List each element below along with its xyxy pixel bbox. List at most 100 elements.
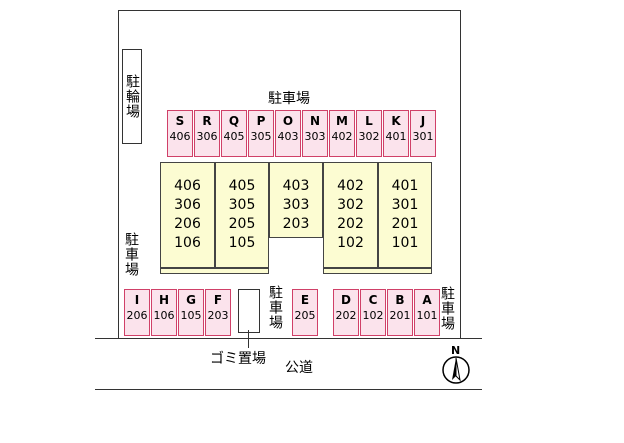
parking-space-room: 403 [277,130,299,143]
parking-space-letter: S [175,114,185,128]
parking-space-letter: H [158,293,170,307]
parking-space-letter: R [202,114,212,128]
parking-space-letter: A [422,293,432,307]
room-number: 305 [228,197,256,213]
road-edge-lower [95,389,482,390]
parking-label-right: 駐車場 [439,286,455,331]
parking-label-top: 駐車場 [268,91,310,107]
building-unit: 402 302 202 102 [323,162,378,268]
parking-space-f: F 203 [205,289,231,336]
parking-space-p: P 305 [248,110,274,157]
parking-space-room: 302 [358,130,380,143]
parking-space-i: I 206 [124,289,150,336]
parking-space-letter: O [282,114,294,128]
room-number: 402 [337,178,364,194]
parking-space-letter: E [300,293,310,307]
road-edge-upper [95,338,482,339]
room-number: 106 [174,235,201,251]
parking-space-j: J 301 [410,110,436,157]
parking-space-l: L 302 [356,110,382,157]
parking-space-letter: J [420,114,426,128]
parking-space-room: 402 [331,130,353,143]
parking-space-room: 301 [412,130,434,143]
parking-space-letter: K [391,114,401,128]
garbage-leader-line [248,330,249,348]
parking-space-letter: M [336,114,348,128]
parking-space-room: 305 [250,130,272,143]
room-number: 303 [282,197,310,213]
parking-space-room: 201 [389,309,411,322]
parking-space-letter: N [309,114,321,128]
building-unit: 405 305 205 105 [215,162,269,268]
parking-space-m: M 402 [329,110,355,157]
parking-label-left: 駐車場 [123,232,139,277]
parking-space-letter: D [341,293,351,307]
parking-space-b: B 201 [387,289,413,336]
room-number: 302 [337,197,364,213]
room-number: 102 [337,235,364,251]
parking-space-room: 306 [196,130,218,143]
parking-space-h: H 106 [151,289,177,336]
room-number: 202 [337,216,364,232]
balcony-strip [323,268,432,274]
parking-space-letter: I [134,293,140,307]
parking-space-room: 405 [223,130,245,143]
parking-space-d: D 202 [333,289,359,336]
parking-row-bottom-left: I 206 H 106 G 105 F 203 [124,289,232,336]
parking-space-k: K 401 [383,110,409,157]
parking-space-a: A 101 [414,289,440,336]
building-unit: 406 306 206 106 [160,162,215,268]
public-road-label: 公道 [285,360,313,376]
room-number: 405 [228,178,256,194]
parking-space-room: 106 [153,309,175,322]
parking-space-room: 203 [207,309,229,322]
parking-space-room: 101 [416,309,438,322]
room-number: 206 [174,216,201,232]
parking-space-letter: P [256,114,266,128]
room-number: 105 [228,235,256,251]
room-number: 401 [391,178,419,194]
parking-space-g: G 105 [178,289,204,336]
compass-rose-icon [442,356,470,384]
building-unit: 401 301 201 101 [378,162,432,268]
compass-north-label: N [451,344,461,357]
room-number: 301 [391,197,419,213]
garbage-area [238,289,260,333]
parking-space-letter: F [213,293,223,307]
parking-space-letter: C [368,293,378,307]
room-number: 403 [282,178,310,194]
parking-space-room: 105 [180,309,202,322]
parking-space-room: 206 [126,309,148,322]
parking-space-room: 205 [294,309,316,322]
parking-space-room: 202 [335,309,357,322]
parking-space-q: Q 405 [221,110,247,157]
bicycle-parking: 駐輪場 [122,49,142,144]
room-number: 205 [228,216,256,232]
room-number: 306 [174,197,201,213]
north-compass-icon: N [442,344,472,384]
room-number: 201 [391,216,419,232]
apartment-building: 406 306 206 106 405 305 205 105 403 303 203 402 302 2… [160,162,432,274]
parking-space-room: 406 [169,130,191,143]
parking-space-letter: G [186,293,196,307]
parking-space-room: 401 [385,130,407,143]
parking-space-o: O 403 [275,110,301,157]
parking-space-letter: Q [228,114,240,128]
bicycle-parking-label: 駐輪場 [124,74,140,119]
parking-space-e: E 205 [292,289,318,336]
parking-space-r: R 306 [194,110,220,157]
parking-space-letter: L [365,114,373,128]
building-unit: 403 303 203 [269,162,323,238]
room-number: 101 [391,235,419,251]
parking-label-center: 駐車場 [267,285,283,330]
parking-row-bottom-center: E 205 [292,289,319,336]
room-number: 203 [282,216,310,232]
room-number: 406 [174,178,201,194]
site-boundary [118,10,461,338]
parking-space-letter: B [395,293,405,307]
parking-space-s: S 406 [167,110,193,157]
